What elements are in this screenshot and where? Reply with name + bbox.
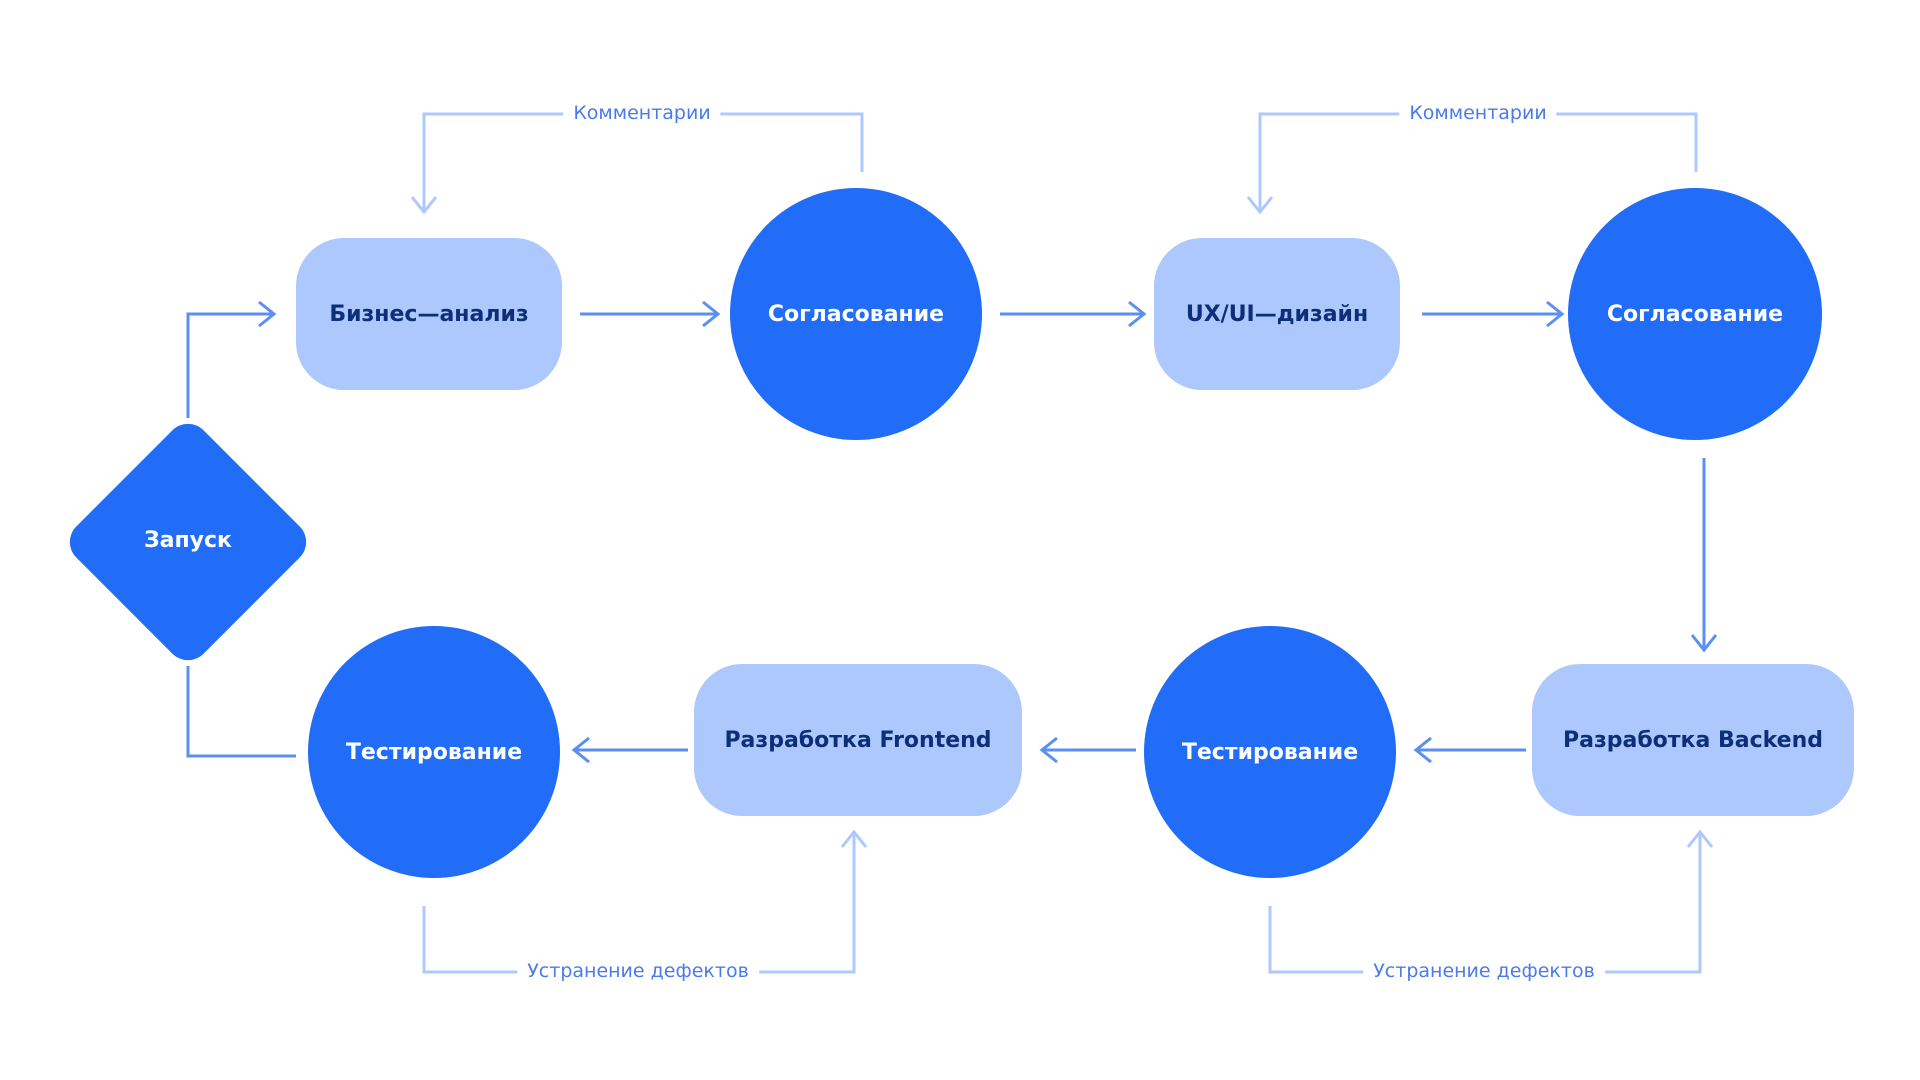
- arrowhead-comments-1: [410, 196, 438, 215]
- node-ux-ui-design-label: UX/UI—дизайн: [1185, 301, 1369, 327]
- arrowhead-defects-1: [1686, 829, 1714, 848]
- node-business-analysis-label: Бизнес—анализ: [329, 301, 529, 327]
- arrowhead-ux-ui: [1128, 300, 1147, 328]
- node-start-label: Запуск: [144, 528, 232, 553]
- feedback-comments-2: [1258, 112, 1698, 210]
- edge-start-to-business-analysis: [186, 312, 272, 418]
- node-approval-1-label: Согласование: [767, 301, 945, 327]
- node-backend-dev-label: Разработка Backend: [1562, 727, 1824, 753]
- arrowhead-business-analysis: [258, 300, 277, 328]
- arrowhead-testing-2: [571, 736, 590, 764]
- feedback-label-comments-2: Комментарии: [1399, 102, 1557, 124]
- node-testing-1: Тестирование: [1144, 626, 1396, 878]
- arrowhead-approval-1: [702, 300, 721, 328]
- feedback-label-defects-2: Устранение дефектов: [517, 960, 759, 982]
- node-approval-2-label: Согласование: [1606, 301, 1784, 327]
- node-frontend-dev-label: Разработка Frontend: [724, 727, 992, 753]
- node-frontend-dev: Разработка Frontend: [694, 664, 1022, 816]
- node-business-analysis: Бизнес—анализ: [296, 238, 562, 390]
- arrowhead-approval-2: [1546, 300, 1565, 328]
- arrowhead-defects-2: [840, 829, 868, 848]
- node-ux-ui-design: UX/UI—дизайн: [1154, 238, 1400, 390]
- arrowhead-frontend: [1039, 736, 1058, 764]
- arrowhead-comments-2: [1246, 196, 1274, 215]
- feedback-comments-1: [422, 112, 864, 210]
- node-testing-2-label: Тестирование: [345, 739, 523, 765]
- node-backend-dev: Разработка Backend: [1532, 664, 1854, 816]
- arrowhead-testing-1: [1413, 736, 1432, 764]
- feedback-label-comments-1: Комментарии: [563, 102, 721, 124]
- arrowhead-backend: [1690, 634, 1718, 653]
- node-approval-2: Согласование: [1568, 188, 1822, 440]
- feedback-label-defects-1: Устранение дефектов: [1363, 960, 1605, 982]
- node-approval-1: Согласование: [730, 188, 982, 440]
- node-testing-1-label: Тестирование: [1181, 739, 1359, 765]
- node-testing-2: Тестирование: [308, 626, 560, 878]
- edge-testing-2-to-start: [186, 666, 296, 758]
